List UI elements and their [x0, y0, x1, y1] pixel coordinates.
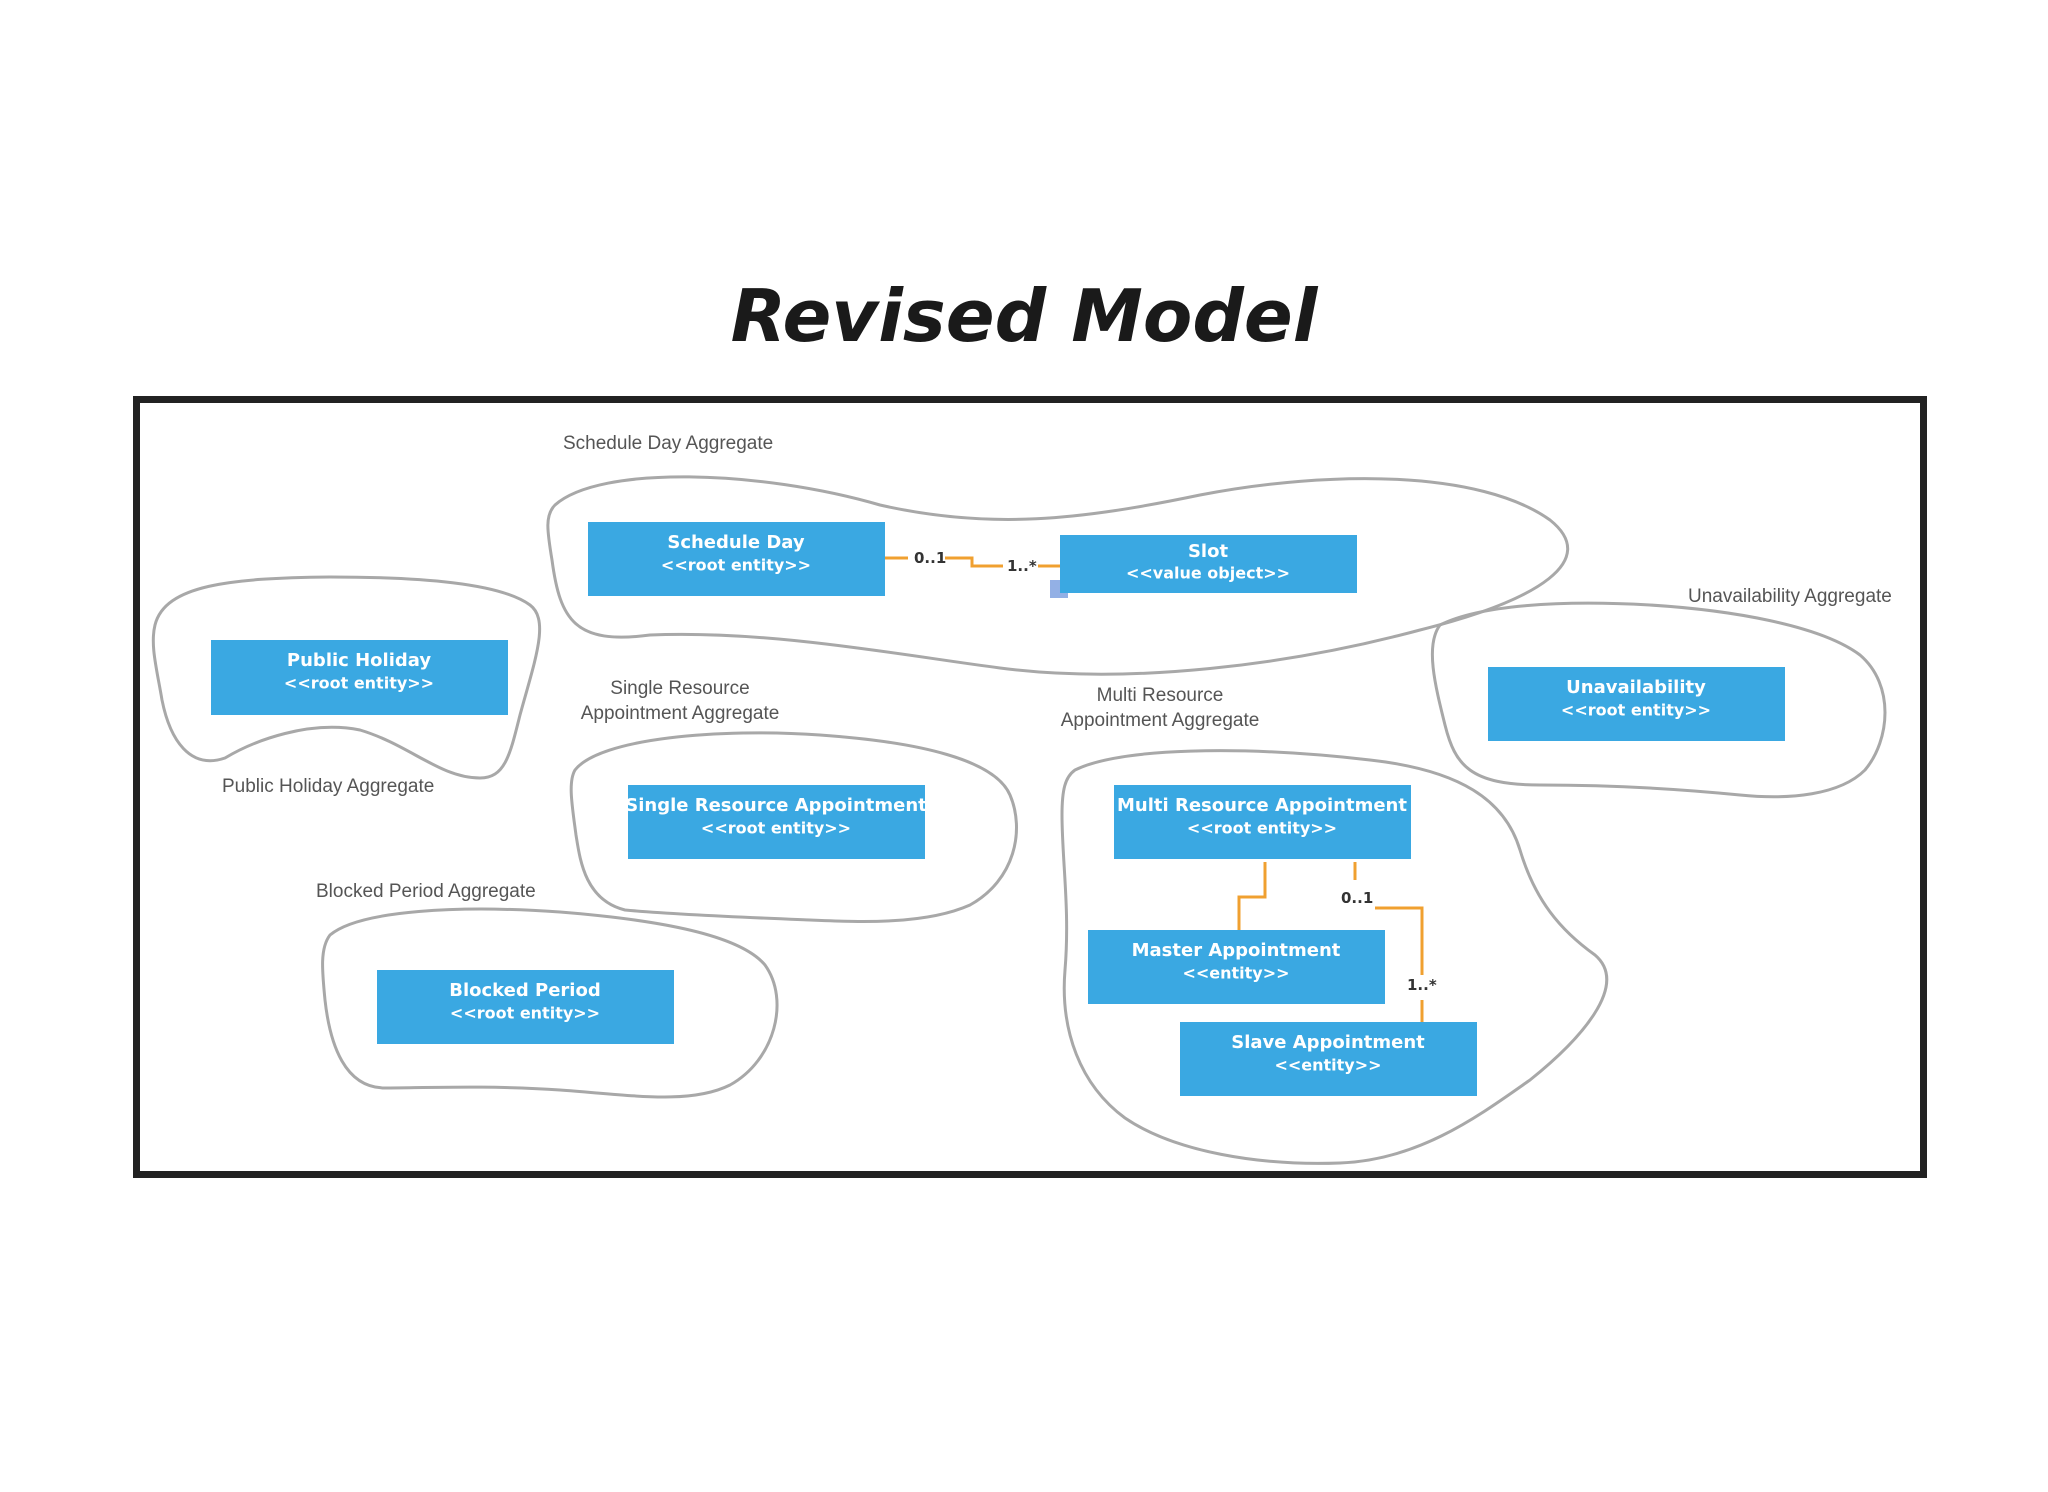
- unavailability-aggregate-boundary: [1430, 601, 1887, 799]
- entity-box: [211, 640, 508, 715]
- blocked-period-aggregate-boundary: [321, 907, 779, 1099]
- multiplicity-label: 0..1: [1341, 889, 1373, 907]
- entity-single-resource-appointment[interactable]: Single Resource Appointment <<root entit…: [625, 785, 927, 859]
- entity-stereotype: <<root entity>>: [284, 674, 434, 693]
- entity-blocked-period[interactable]: Blocked Period <<root entity>>: [377, 970, 674, 1044]
- public-holiday-aggregate-boundary: [151, 575, 542, 780]
- entity-name: Unavailability: [1566, 677, 1706, 698]
- association-line-segment: [1237, 862, 1267, 932]
- entity-master-appointment[interactable]: Master Appointment <<entity>>: [1088, 930, 1385, 1004]
- entity-name: Blocked Period: [449, 980, 600, 1001]
- public-holiday-aggregate-label: Public Holiday Aggregate: [222, 776, 434, 797]
- entity-name: Slave Appointment: [1231, 1032, 1425, 1053]
- entity-stereotype: <<entity>>: [1274, 1056, 1381, 1075]
- entity-name: Single Resource Appointment: [625, 795, 927, 816]
- entity-name: Slot: [1188, 541, 1229, 562]
- association-line-segment: [945, 556, 1003, 568]
- single-resource-aggregate-boundary: [569, 731, 1018, 923]
- entity-stereotype: <<root entity>>: [701, 819, 851, 838]
- entity-stereotype: <<root entity>>: [1187, 819, 1337, 838]
- entity-schedule-day[interactable]: Schedule Day <<root entity>>: [588, 522, 885, 596]
- entity-public-holiday[interactable]: Public Holiday <<root entity>>: [211, 640, 508, 715]
- entity-box: [1114, 785, 1411, 859]
- multiplicity-label: 1..*: [1407, 976, 1437, 994]
- entity-box: [1488, 667, 1785, 741]
- entity-box: [1088, 930, 1385, 1004]
- entity-slot[interactable]: Slot <<value object>>: [1060, 535, 1357, 593]
- association-line-segment: [1375, 906, 1424, 975]
- entity-box: [1060, 535, 1357, 593]
- multiplicity-label: 1..*: [1007, 557, 1037, 575]
- multiplicity-label: 0..1: [914, 549, 946, 567]
- entity-slave-appointment[interactable]: Slave Appointment <<entity>>: [1180, 1022, 1477, 1096]
- blocked-period-aggregate-label: Blocked Period Aggregate: [316, 881, 536, 902]
- entity-stereotype: <<root entity>>: [661, 556, 811, 575]
- entity-name: Multi Resource Appointment: [1117, 795, 1407, 816]
- multi-resource-aggregate-label-line1: Multi Resource: [1097, 685, 1224, 706]
- entity-name: Master Appointment: [1132, 940, 1341, 961]
- entity-stereotype: <<entity>>: [1182, 964, 1289, 983]
- entity-stereotype: <<value object>>: [1126, 564, 1290, 583]
- unavailability-aggregate-label: Unavailability Aggregate: [1688, 586, 1892, 607]
- page-title: Revised Model: [730, 274, 1318, 358]
- single-resource-aggregate-label-line1: Single Resource: [610, 678, 749, 699]
- entity-box: [377, 970, 674, 1044]
- entity-stereotype: <<root entity>>: [450, 1004, 600, 1023]
- entity-unavailability[interactable]: Unavailability <<root entity>>: [1488, 667, 1785, 741]
- association-multi-slave[interactable]: 0..1 1..*: [1341, 862, 1437, 1022]
- entity-stereotype: <<root entity>>: [1561, 701, 1711, 720]
- multi-resource-aggregate-label-line2: Appointment Aggregate: [1061, 710, 1260, 731]
- schedule-day-aggregate-boundary: [546, 475, 1570, 676]
- entity-box: [628, 785, 925, 859]
- multi-resource-aggregate-boundary: [1060, 749, 1609, 1165]
- schedule-day-aggregate-label: Schedule Day Aggregate: [563, 433, 773, 454]
- single-resource-aggregate-label-line2: Appointment Aggregate: [581, 703, 780, 724]
- entity-box: [1180, 1022, 1477, 1096]
- entity-multi-resource-appointment[interactable]: Multi Resource Appointment <<root entity…: [1114, 785, 1411, 859]
- entity-box: [588, 522, 885, 596]
- entity-name: Schedule Day: [667, 532, 805, 553]
- association-schedule-day-slot[interactable]: 0..1 1..*: [885, 549, 1060, 575]
- association-multi-master[interactable]: [1237, 862, 1267, 932]
- entity-name: Public Holiday: [287, 650, 431, 671]
